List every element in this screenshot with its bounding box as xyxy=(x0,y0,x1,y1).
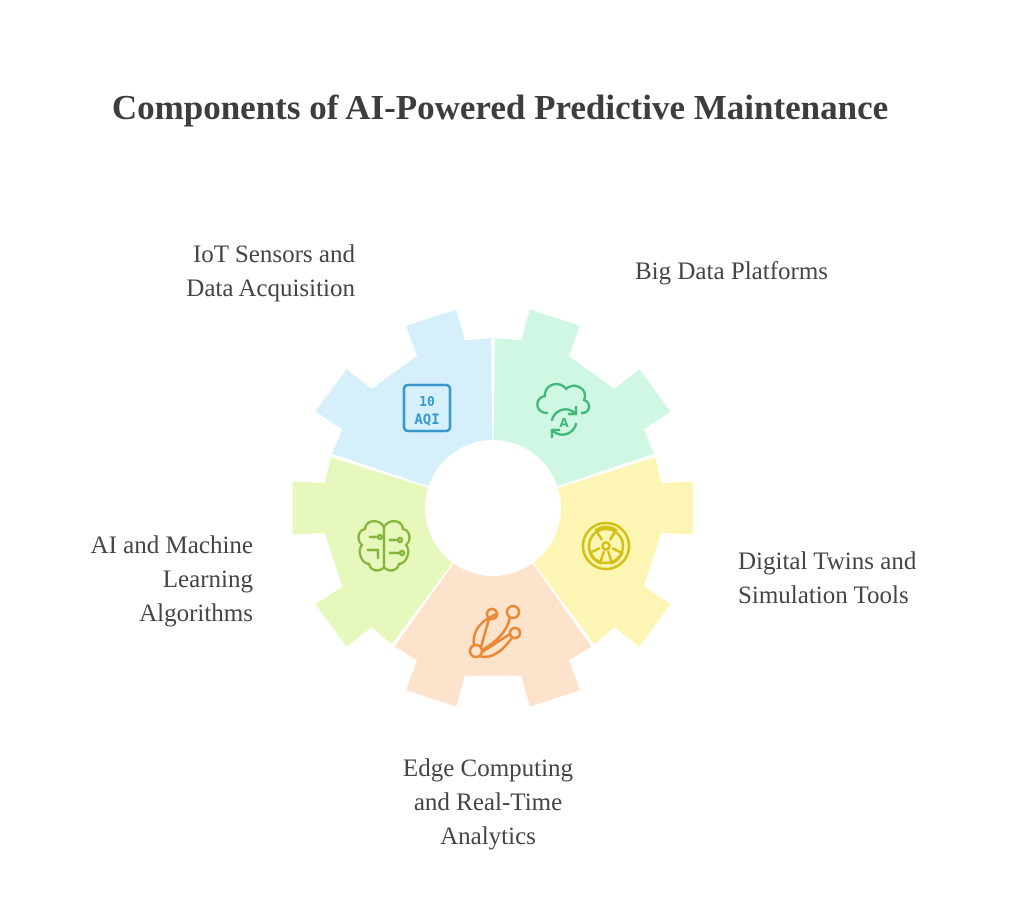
gear-segment-ai xyxy=(292,457,453,647)
label-edge-computing: Edge Computing and Real-Time Analytics xyxy=(372,752,604,854)
label-line: IoT Sensors and xyxy=(192,241,355,268)
label-line: Simulation Tools xyxy=(738,582,909,609)
label-digital-twins: Digital Twins and Simulation Tools xyxy=(738,545,968,613)
label-line: Data Acquisition xyxy=(186,275,355,302)
gear-segment-twins xyxy=(533,457,694,647)
cloud-icon-letter: A xyxy=(559,416,569,430)
label-ai-ml: AI and Machine Learning Algorithms xyxy=(48,529,253,631)
label-line: Edge Computing xyxy=(402,755,574,782)
label-line: Algorithms xyxy=(139,600,253,627)
gear-segment-bigdata xyxy=(493,309,671,487)
aqi-icon-text: AQI xyxy=(414,412,439,428)
label-line: Digital Twins and xyxy=(738,548,917,575)
gear-segment-edge xyxy=(394,563,592,707)
brain-circuit-icon xyxy=(357,520,411,572)
label-line: Learning xyxy=(162,566,253,593)
label-line: Analytics xyxy=(440,823,536,850)
aqi-display-icon: 10 AQI xyxy=(402,383,452,433)
gear-center-hole xyxy=(425,440,561,576)
label-big-data: Big Data Platforms xyxy=(635,255,895,289)
label-line: Big Data Platforms xyxy=(635,258,829,285)
label-iot-sensors: IoT Sensors and Data Acquisition xyxy=(165,238,355,306)
aqi-icon-number: 10 xyxy=(419,395,435,410)
diagram-title: Components of AI-Powered Predictive Main… xyxy=(111,88,889,127)
label-line: AI and Machine xyxy=(90,532,253,559)
cloud-sync-icon: A xyxy=(536,382,591,439)
radiation-symbol-icon xyxy=(581,521,631,571)
label-line: and Real-Time xyxy=(413,789,563,816)
network-nodes-icon xyxy=(468,604,522,659)
